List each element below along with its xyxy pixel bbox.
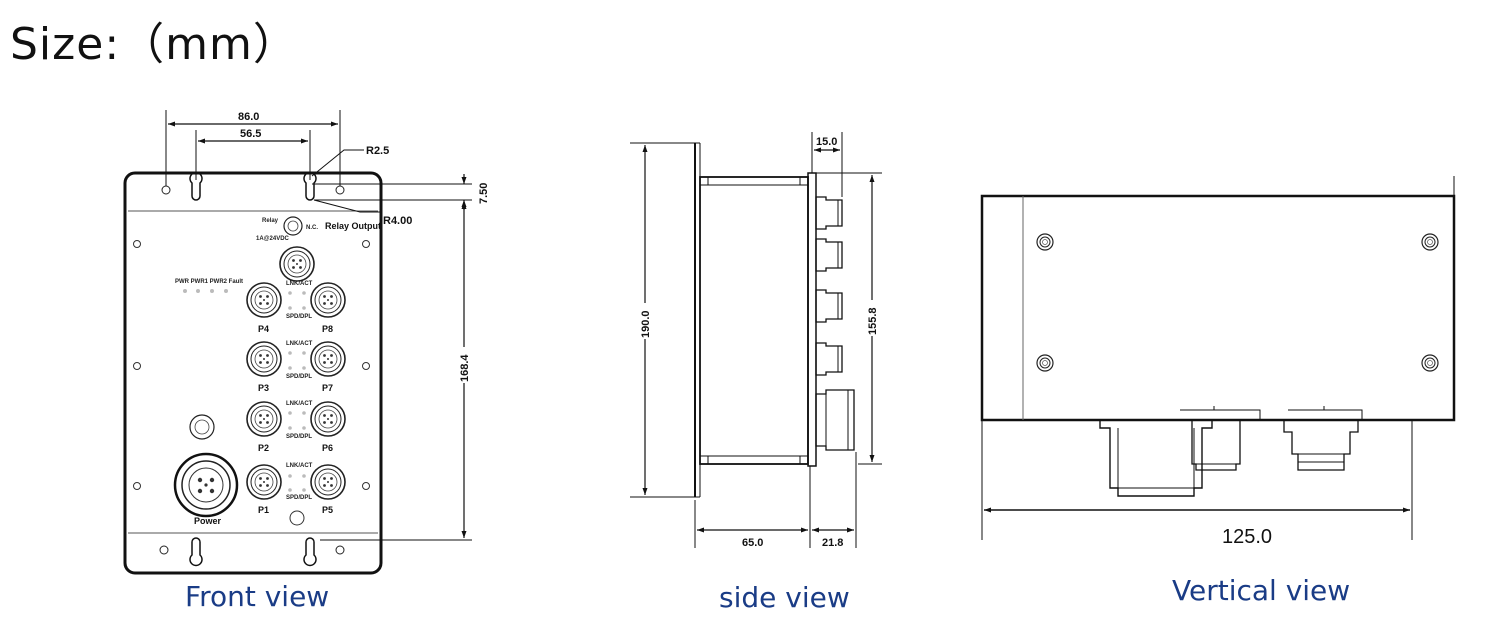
dim-connector-span: 155.8 — [867, 307, 879, 335]
front-enclosure — [123, 171, 383, 575]
p5-label: P5 — [322, 505, 333, 515]
led-labels: PWR PWR1 PWR2 Fault — [175, 279, 243, 285]
front-view-label: Front view — [185, 580, 330, 613]
vertical-screw — [1421, 233, 1439, 251]
page-title: Size:（mm） — [10, 19, 298, 70]
spd-label: SPD/DPL — [286, 374, 312, 380]
side-power-connector — [815, 389, 855, 451]
dim-r4: R4.00 — [383, 215, 412, 227]
port-p5 — [310, 464, 346, 500]
vertical-view: 125.0 — [980, 176, 1456, 548]
spd-label: SPD/DPL — [286, 314, 312, 320]
port-p6 — [310, 401, 346, 437]
side-view-label: side view — [719, 581, 850, 614]
side-body — [699, 176, 809, 465]
p1-label: P1 — [258, 505, 269, 515]
mount-hole — [335, 185, 345, 195]
keyhole-slot — [189, 537, 203, 567]
lnk-act-label: LNK/ACT — [286, 463, 313, 469]
dim-side-height: 190.0 — [640, 310, 652, 338]
vertical-body — [980, 194, 1456, 422]
front-view: Relay 1A@24VDC N.C. Relay Output PWR PWR… — [123, 110, 490, 575]
p4-label: P4 — [258, 324, 269, 334]
port-p2 — [246, 401, 282, 437]
port-p3 — [246, 341, 282, 377]
p6-label: P6 — [322, 443, 333, 453]
mount-hole — [159, 545, 169, 555]
vertical-screw — [1036, 354, 1054, 372]
dim-vertical-width: 125.0 — [1222, 526, 1272, 548]
console-port — [279, 246, 315, 282]
spd-label: SPD/DPL — [286, 434, 312, 440]
relay-nc-label: N.C. — [306, 225, 318, 231]
p3-label: P3 — [258, 383, 269, 393]
mount-hole — [335, 545, 345, 555]
port-p8 — [310, 282, 346, 318]
spd-label: SPD/DPL — [286, 495, 312, 501]
port-p1 — [246, 464, 282, 500]
side-connector — [815, 196, 843, 230]
vertical-connector — [1283, 406, 1363, 471]
p8-label: P8 — [322, 324, 333, 334]
vertical-view-label: Vertical view — [1172, 574, 1351, 607]
keyhole-slot — [303, 537, 317, 567]
p7-label: P7 — [322, 383, 333, 393]
lnk-act-label: LNK/ACT — [286, 341, 313, 347]
vertical-power-connector — [1099, 420, 1213, 497]
side-connector — [815, 342, 843, 376]
power-connector — [173, 452, 239, 518]
dim-side-depth: 65.0 — [742, 537, 763, 549]
port-p4 — [246, 282, 282, 318]
dim-top-offset: 7.50 — [478, 183, 490, 204]
side-connector — [815, 289, 843, 323]
mount-hole — [161, 185, 171, 195]
port-p7 — [310, 341, 346, 377]
vertical-screw — [1036, 233, 1054, 251]
relay-sub-label: 1A@24VDC — [256, 236, 290, 242]
keyhole-slot — [189, 171, 203, 201]
side-connector — [815, 238, 843, 272]
dim-connector-depth: 21.8 — [822, 537, 843, 549]
relay-label: Relay — [262, 218, 279, 224]
dim-flange: 15.0 — [816, 136, 837, 148]
dim-r2-5: R2.5 — [366, 145, 389, 157]
keyhole-slot — [303, 171, 317, 201]
dim-hole-spacing: 56.5 — [240, 128, 261, 140]
side-view: 190.0 15.0 155.8 65.0 21.8 — [630, 132, 882, 549]
power-label: Power — [194, 516, 222, 526]
dim-hole-height: 168.4 — [459, 354, 471, 382]
lnk-act-label: LNK/ACT — [286, 401, 313, 407]
lnk-act-label: LNK/ACT — [286, 281, 313, 287]
p2-label: P2 — [258, 443, 269, 453]
dim-front-width: 86.0 — [238, 111, 259, 123]
vertical-connector — [1180, 406, 1261, 471]
relay-output-label: Relay Output — [325, 221, 381, 231]
vertical-screw — [1421, 354, 1439, 372]
